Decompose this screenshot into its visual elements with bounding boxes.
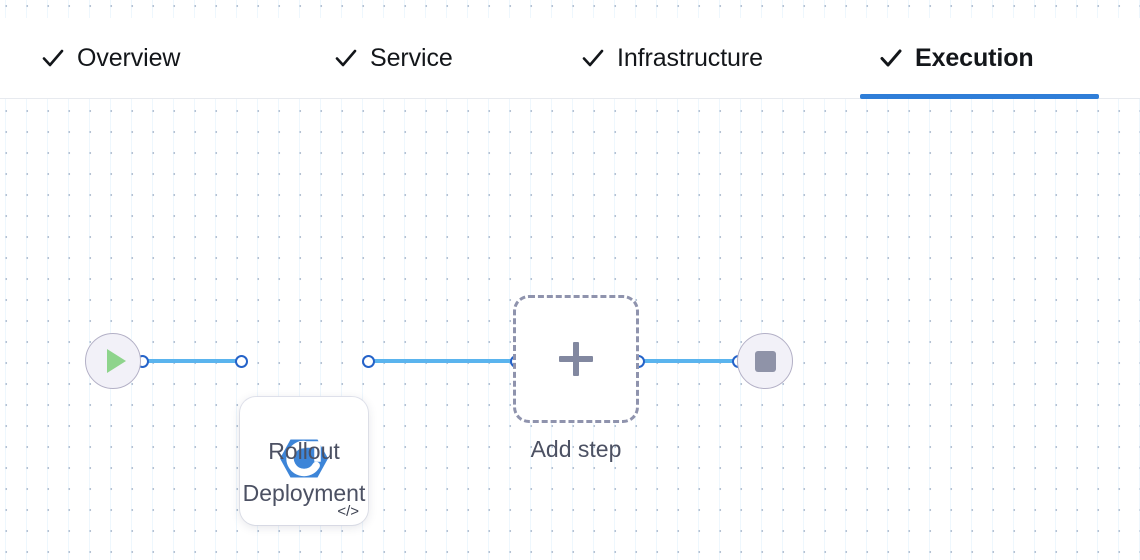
check-icon [42,46,64,70]
tab-infrastructure[interactable]: Infrastructure [560,18,785,98]
check-icon [335,46,357,70]
connector-start-to-step[interactable] [140,359,244,363]
port-step-out[interactable] [362,355,375,368]
pipeline-end-node[interactable] [737,333,793,389]
add-step-node[interactable] [513,295,639,423]
tab-label: Execution [915,43,1034,72]
check-icon [582,46,604,70]
step-rollout-deployment[interactable]: </> [240,397,368,525]
tab-active-underline [860,94,1099,99]
connector-step-to-add[interactable] [366,359,518,363]
tab-overview[interactable]: Overview [20,18,202,98]
plus-icon [559,342,593,376]
step-label-rollout-deployment: Rollout Deployment [242,438,366,506]
port-step-in[interactable] [235,355,248,368]
tab-service[interactable]: Service [313,18,475,98]
tab-list: Overview Service Infrastructur [0,18,1140,99]
pipeline-stage-tabbar: Overview Service Infrastructur [0,18,1140,99]
check-icon [880,46,902,70]
play-icon [106,349,126,373]
tab-execution[interactable]: Execution [858,18,1101,99]
tab-label: Service [370,43,453,72]
add-step-label: Add step [530,436,622,462]
tab-label: Infrastructure [617,43,763,72]
stop-icon [754,350,776,372]
pipeline-graph: </> Rollout Deployment Add step [0,99,1140,560]
connector-add-to-end[interactable] [636,359,740,363]
code-icon[interactable]: </> [337,503,359,520]
pipeline-start-node[interactable] [85,333,141,389]
rollout-deployment-icon [276,431,332,492]
tab-label: Overview [77,43,181,72]
